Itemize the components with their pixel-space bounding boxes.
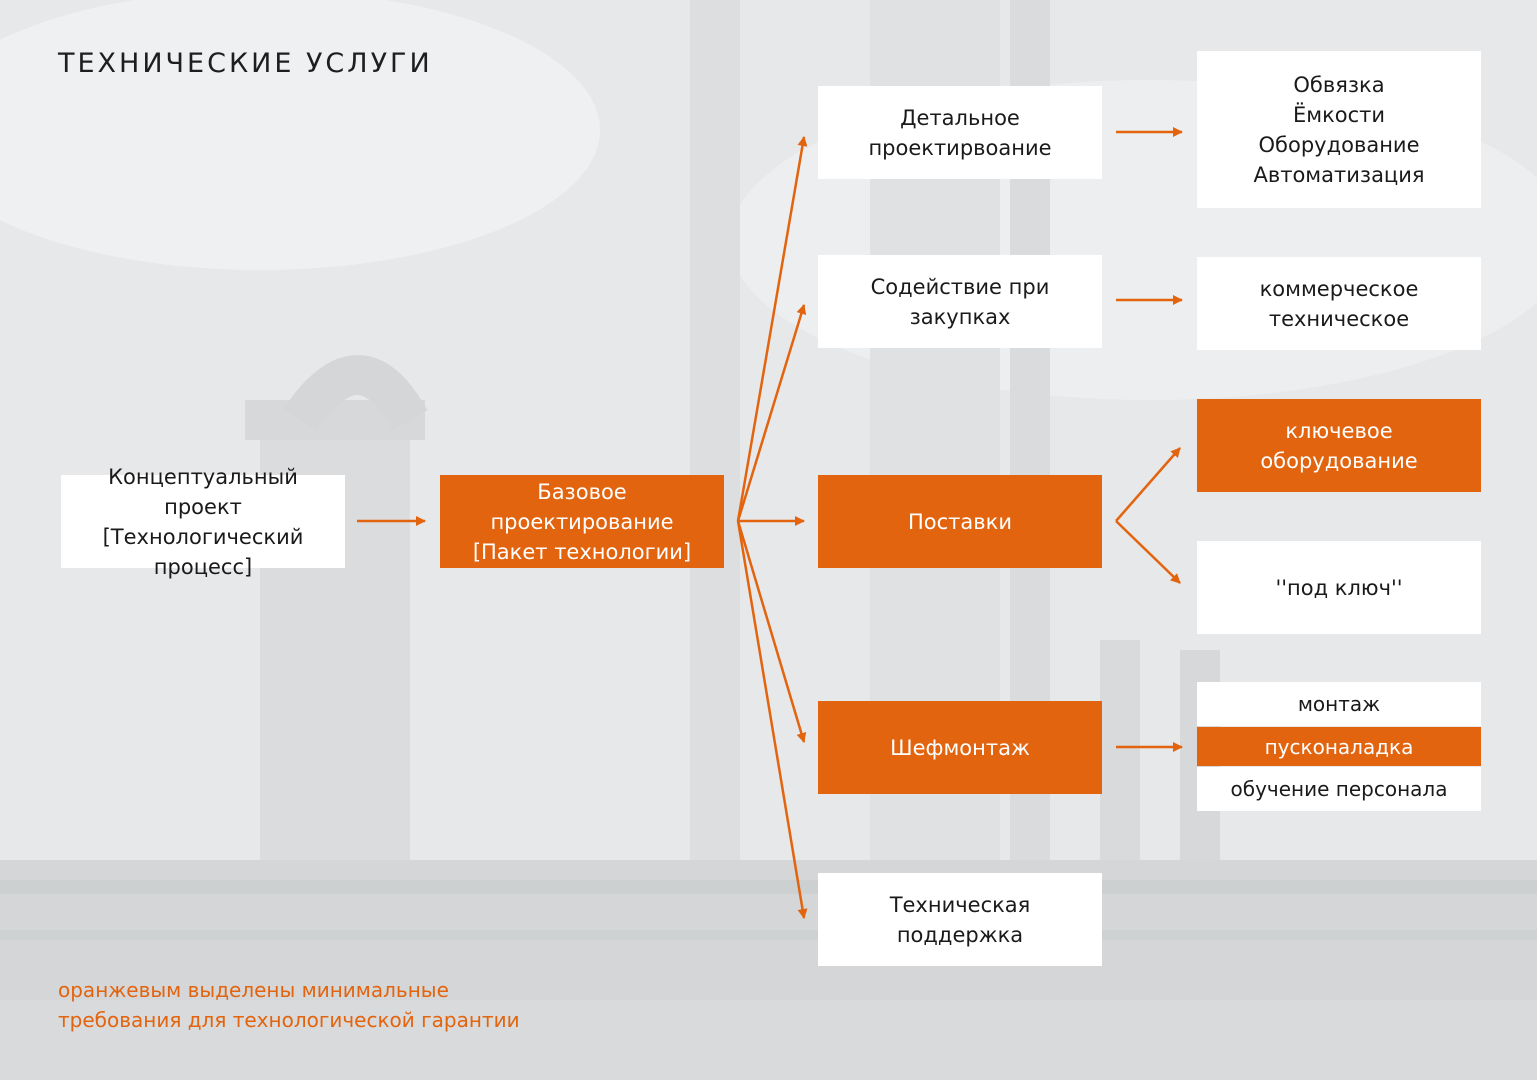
node-commissioning: пусконаладка — [1197, 727, 1481, 766]
node-training: обучение персонала — [1197, 767, 1481, 811]
node-procurement-items: коммерческое техническое — [1197, 257, 1481, 350]
node-key-equipment: ключевое оборудование — [1197, 399, 1481, 492]
node-detail-design: Детальное проектирвоание — [818, 86, 1102, 179]
node-tech-support: Техническая поддержка — [818, 873, 1102, 966]
page-title: ТЕХНИЧЕСКИЕ УСЛУГИ — [58, 48, 433, 79]
node-installation: монтаж — [1197, 682, 1481, 726]
legend-note: оранжевым выделены минимальные требовани… — [58, 978, 520, 1032]
node-supervision: Шефмонтаж — [818, 701, 1102, 794]
node-detail-items: Обвязка Ёмкости Оборудование Автоматизац… — [1197, 51, 1481, 208]
node-procurement: Содействие при закупках — [818, 255, 1102, 348]
node-concept: Концептуальный проект [Технологический п… — [61, 465, 345, 579]
node-turnkey: ''под ключ'' — [1197, 541, 1481, 634]
node-supply: Поставки — [818, 475, 1102, 568]
node-basic-design: Базовое проектирование [Пакет технологии… — [440, 475, 724, 568]
